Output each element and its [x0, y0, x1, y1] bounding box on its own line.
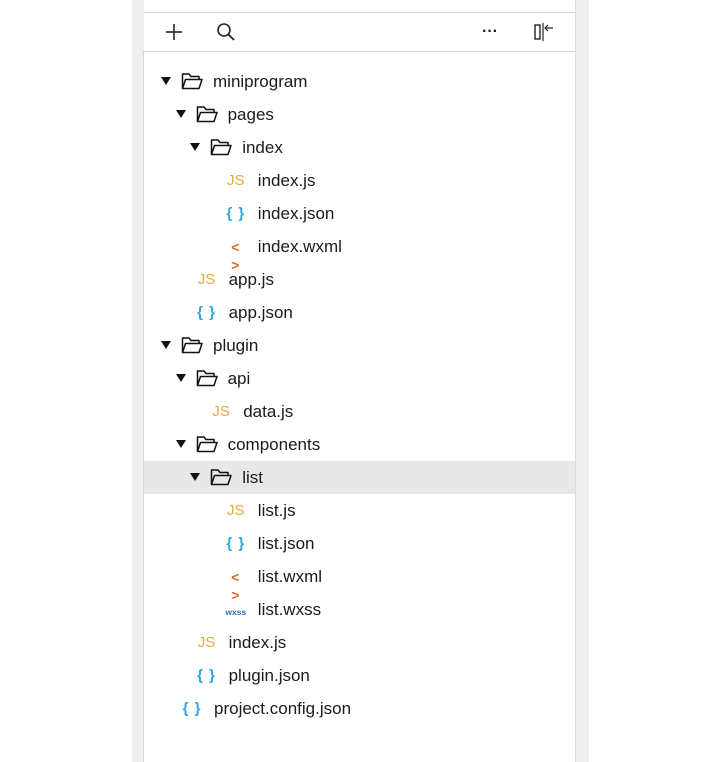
search-button[interactable]: [213, 19, 239, 45]
tree-item-label: list: [242, 468, 263, 487]
json-file-icon: { }: [197, 667, 217, 684]
chevron-down-icon[interactable]: [175, 440, 186, 448]
file-app-json[interactable]: { } app.json: [144, 296, 575, 329]
file-list-json[interactable]: { } list.json: [144, 527, 575, 560]
file-list-js[interactable]: JS list.js: [144, 494, 575, 527]
new-file-button[interactable]: [161, 19, 187, 45]
chevron-down-icon[interactable]: [190, 473, 201, 481]
file-list-wxml[interactable]: < > list.wxml: [144, 560, 575, 604]
folder-open-icon: [210, 469, 232, 486]
folder-open-icon: [196, 106, 218, 123]
search-icon: [217, 23, 235, 41]
wxml-file-icon: < >: [231, 239, 241, 273]
file-app-js[interactable]: JS app.js: [144, 263, 575, 296]
chevron-down-icon[interactable]: [175, 374, 186, 382]
folder-api[interactable]: api: [144, 362, 575, 395]
tree-item-label: project.config.json: [214, 699, 352, 718]
file-explorer-panel: [132, 0, 589, 762]
explorer-toolbar: ···: [144, 12, 575, 52]
tree-item-label: app.json: [228, 303, 293, 322]
file-index-wxml[interactable]: < > index.wxml: [144, 230, 575, 274]
js-file-icon: JS: [212, 403, 230, 420]
collapse-panel-icon: [534, 23, 553, 41]
tree-item-label: components: [227, 435, 321, 454]
folder-plugin[interactable]: plugin: [144, 329, 575, 362]
more-options-button[interactable]: ···: [477, 19, 503, 45]
tree-item-label: list.wxss: [257, 600, 322, 619]
json-file-icon: { }: [226, 535, 246, 552]
folder-list[interactable]: list: [144, 461, 575, 494]
folder-open-icon: [210, 139, 232, 156]
json-file-icon: { }: [182, 700, 202, 717]
tree-item-label: api: [227, 369, 251, 388]
chevron-down-icon[interactable]: [161, 341, 171, 349]
tree-item-label: list.js: [257, 501, 296, 520]
tree-item-label: list.wxml: [257, 567, 323, 586]
left-gutter: [132, 0, 144, 762]
folder-open-icon: [196, 370, 218, 387]
file-list-wxss[interactable]: wxss list.wxss: [144, 593, 575, 626]
file-plugin-json[interactable]: { } plugin.json: [144, 659, 575, 692]
chevron-down-icon[interactable]: [175, 110, 186, 118]
more-icon: ···: [482, 23, 498, 40]
folder-pages[interactable]: pages: [144, 98, 575, 131]
folder-open-icon: [196, 436, 218, 453]
tree-item-label: list.json: [257, 534, 315, 553]
chevron-down-icon[interactable]: [190, 143, 201, 151]
js-file-icon: JS: [227, 502, 245, 519]
collapse-panel-button[interactable]: [531, 19, 557, 45]
folder-open-icon: [181, 73, 203, 90]
file-data-js[interactable]: JS data.js: [144, 395, 575, 428]
folder-components[interactable]: components: [144, 428, 575, 461]
tree-item-label: index.wxml: [257, 237, 342, 256]
js-file-icon: JS: [197, 634, 216, 651]
left-divider: [143, 50, 144, 762]
tree-item-label: index.js: [228, 633, 287, 652]
folder-index[interactable]: index: [144, 131, 575, 164]
file-index-json[interactable]: { } index.json: [144, 197, 575, 230]
right-gutter[interactable]: [575, 0, 589, 762]
wxml-file-icon: < >: [231, 569, 241, 603]
tree-item-label: miniprogram: [213, 72, 308, 91]
tree-item-label: index.json: [257, 204, 335, 223]
file-index-js[interactable]: JS index.js: [144, 164, 575, 197]
folder-open-icon: [181, 337, 203, 354]
tree-item-label: pages: [227, 105, 274, 124]
tree-item-label: plugin.json: [228, 666, 310, 685]
tree-item-label: index.js: [257, 171, 316, 190]
folder-miniprogram[interactable]: miniprogram: [144, 65, 575, 98]
chevron-down-icon[interactable]: [161, 77, 171, 85]
json-file-icon: { }: [226, 205, 246, 222]
file-project-config-json[interactable]: { } project.config.json: [144, 692, 575, 725]
tree-item-label: plugin: [213, 336, 259, 355]
wxss-file-icon: wxss: [225, 607, 247, 617]
js-file-icon: JS: [197, 271, 216, 288]
tree-item-label: index: [242, 138, 283, 157]
file-plugin-index-js[interactable]: JS index.js: [144, 626, 575, 659]
js-file-icon: JS: [227, 172, 245, 189]
plus-icon: [166, 24, 182, 40]
tree-item-label: data.js: [243, 402, 294, 421]
tree-item-label: app.js: [228, 270, 274, 289]
json-file-icon: { }: [197, 304, 217, 321]
